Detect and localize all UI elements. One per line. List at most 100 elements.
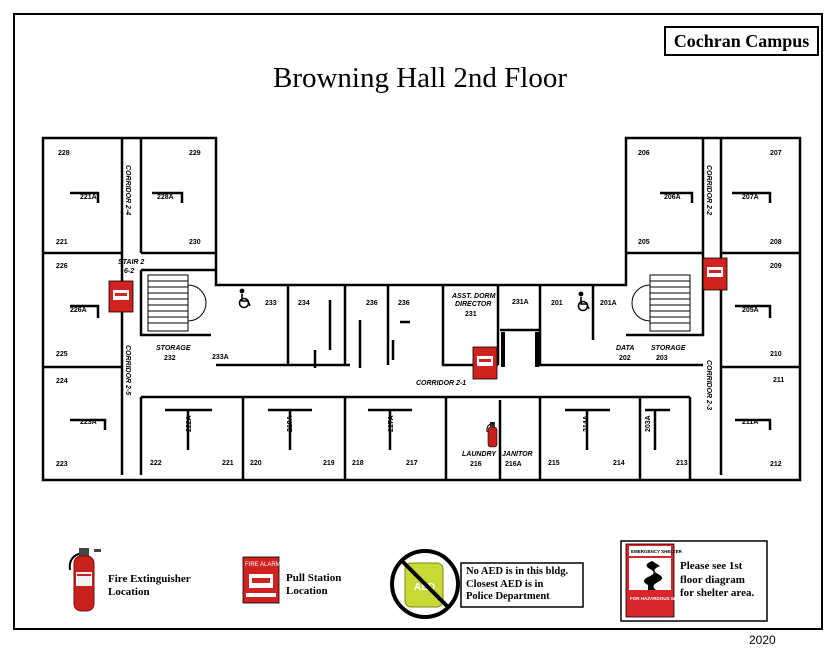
wall — [268, 408, 312, 450]
room-label: 205A — [742, 307, 759, 314]
data-room-label: DATA — [616, 345, 634, 352]
corridor-label: CORRIDOR 2-1 — [416, 380, 466, 387]
wall — [165, 408, 212, 450]
room-label: 221 — [222, 460, 234, 467]
wheelchair-icon — [238, 288, 251, 309]
room-label: 228 — [58, 150, 70, 157]
room-label: 206A — [664, 194, 681, 201]
room-label: 222A — [186, 415, 193, 432]
wall — [735, 304, 772, 318]
room-label: 230 — [189, 239, 201, 246]
wall — [139, 270, 211, 337]
legend-line: Police Department — [466, 591, 550, 602]
room-label: 218 — [352, 460, 364, 467]
aed-icon-text: AED — [414, 582, 435, 593]
legend-extinguisher-text: Fire Extinguisher Location — [108, 573, 191, 599]
room-label: 201A — [600, 300, 617, 307]
wall — [645, 408, 670, 450]
wall — [70, 304, 100, 318]
room-label: 231A — [512, 299, 529, 306]
room-label: 203A — [645, 415, 652, 432]
room-label: 226 — [56, 263, 68, 270]
room-label: 220 — [250, 460, 262, 467]
room-label: 224 — [56, 378, 68, 385]
room-label: 219A — [287, 415, 294, 432]
corridor-label: CORRIDOR 2-5 — [124, 345, 131, 395]
legend-line: Fire Extinguisher — [108, 573, 191, 585]
asst-dorm-label: DIRECTOR — [455, 301, 491, 308]
legend-line: for shelter area. — [680, 587, 755, 599]
corridor-label: CORRIDOR 2-2 — [705, 165, 712, 215]
wheelchair-icon — [577, 291, 590, 312]
pull-sign-text: FIRE ALARM — [245, 562, 281, 568]
wall — [735, 418, 772, 430]
pull-station-icon — [108, 280, 134, 313]
legend-line: floor diagram — [680, 573, 745, 586]
room-label: 216A — [505, 461, 522, 468]
wall — [538, 285, 703, 367]
campus-label: Cochran Campus — [664, 26, 819, 56]
room-label: 221 — [56, 239, 68, 246]
page-border — [13, 13, 823, 630]
room-label: 225 — [56, 351, 68, 358]
wall — [565, 408, 610, 450]
room-label: 228A — [157, 194, 174, 201]
room-label: 207A — [742, 194, 759, 201]
corridor-label: CORRIDOR 2-4 — [124, 165, 131, 215]
wall — [501, 332, 539, 367]
room-label: 232 — [164, 355, 176, 362]
pull-station-icon: FIRE ALARM — [242, 556, 281, 604]
room-label: 219 — [323, 460, 335, 467]
storage-label: STORAGE — [651, 345, 686, 352]
room-label: 229 — [189, 150, 201, 157]
wall — [368, 408, 412, 450]
room-label: 214A — [583, 415, 590, 432]
year-label: 2020 — [749, 633, 776, 647]
wall — [660, 191, 772, 203]
room-label: 215 — [548, 460, 560, 467]
storage-label: STORAGE — [156, 345, 191, 352]
wall — [313, 300, 362, 368]
room-label: 231 — [465, 311, 477, 318]
room-label: 223 — [56, 461, 68, 468]
room-label: 201 — [551, 300, 563, 307]
page-title: Browning Hall 2nd Floor — [272, 62, 568, 94]
room-label: 207 — [770, 150, 782, 157]
stair-right — [631, 274, 691, 332]
room-label: 226A — [70, 307, 87, 314]
legend-line: Closest AED is in — [466, 578, 544, 590]
room-label: 217A — [388, 415, 395, 432]
legend-line: No AED is in this bldg. — [466, 566, 569, 577]
plan-walls — [41, 136, 802, 482]
legend-line: Pull Station — [286, 572, 342, 584]
room-label: 209 — [770, 263, 782, 270]
room-label: 208 — [770, 239, 782, 246]
stair-number: 6-2 — [124, 268, 134, 275]
room-label: 211 — [773, 377, 784, 384]
room-label: 206 — [638, 150, 650, 157]
room-label: 214 — [613, 460, 625, 467]
legend-line: Location — [108, 586, 150, 598]
area-labels: STAIR 2 6-2 STORAGE STORAGE DATA CORRIDO… — [118, 165, 712, 458]
room-label: 222 — [150, 460, 162, 467]
pull-station-icon — [702, 257, 728, 291]
fire-extinguisher-icon — [68, 548, 101, 612]
room-label: 236 — [398, 300, 410, 307]
room-label: 211A — [742, 419, 758, 426]
room-label: 203 — [656, 355, 668, 362]
room-label: 205 — [638, 239, 650, 246]
janitor-label: JANITOR — [502, 451, 533, 458]
room-label: 221A — [80, 194, 97, 201]
shelter-sign-bottom: FOR HAZARDOUS WEATHER CONDITIONS — [630, 596, 723, 601]
room-label: 202 — [619, 355, 631, 362]
laundry-label: LAUNDRY — [462, 451, 497, 458]
room-label: 216 — [470, 461, 482, 468]
legend-pull-text: Pull Station Location — [286, 572, 341, 598]
aed-icon: AED — [390, 549, 460, 619]
legend-line: Please see 1st — [680, 560, 743, 572]
outer-wall — [41, 136, 802, 482]
room-label: 212 — [770, 461, 782, 468]
room-label: 233 — [265, 300, 277, 307]
aed-note-box — [460, 562, 584, 608]
room-label: 217 — [406, 460, 418, 467]
